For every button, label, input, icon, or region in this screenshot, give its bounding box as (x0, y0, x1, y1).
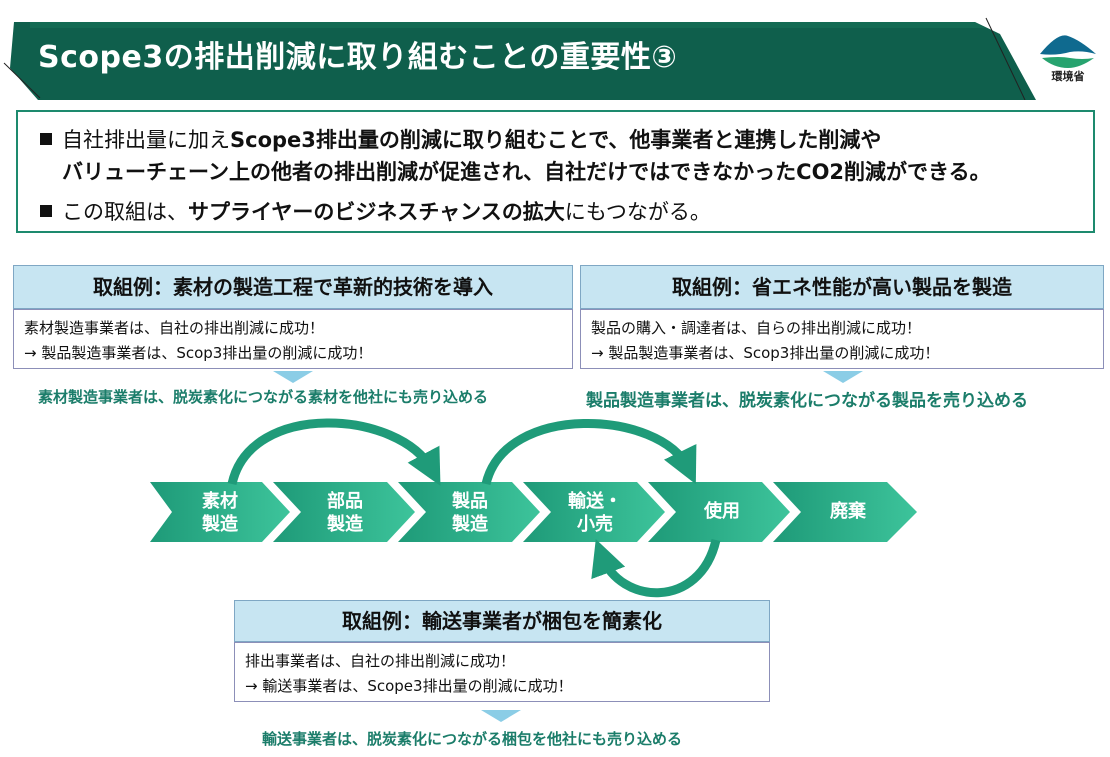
logo-label: 環境省 (1051, 70, 1085, 83)
chevron-label-transport: 輸送・ 小売 (555, 490, 635, 536)
example-1-line-1: 素材製造事業者は、自社の排出削減に成功！ (24, 319, 325, 337)
chevron-parts (273, 482, 415, 542)
chevron-label-product: 製品 製造 (430, 490, 510, 536)
example-2-line-1: 製品の購入・調達者は、自らの排出削減に成功！ (591, 319, 922, 337)
chevron-use (648, 482, 790, 542)
example-3-body: 排出事業者は、自社の排出削減に成功！ → 輸送事業者は、Scope3排出量の削減… (234, 642, 770, 702)
summary-text: 自社排出量に加え (62, 128, 230, 152)
chevron-label-parts: 部品 製造 (305, 490, 385, 536)
value-chain-flow (150, 418, 917, 598)
example-2-title: 取組例：省エネ性能が高い製品を製造 (580, 265, 1104, 309)
chevron-label-material: 素材 製造 (180, 490, 260, 536)
down-triangle-icon (823, 371, 863, 383)
chevron-text: 部品 (327, 491, 363, 512)
summary-text: にもつながる。 (564, 200, 711, 224)
example-1-result: 素材製造事業者は、脱炭素化につながる素材を他社にも売り込める (38, 388, 489, 406)
chevron-label-disposal: 廃棄 (808, 500, 888, 523)
ministry-logo-icon (1040, 35, 1096, 68)
chevron-product (398, 482, 540, 542)
example-2-result: 製品製造事業者は、脱炭素化につながる製品を売り込める (586, 391, 1028, 411)
bullet-square-icon (40, 205, 52, 217)
summary-line-1: 自社排出量に加えScope3排出量の削減に取り組むことで、他事業者と連携した削減… (40, 124, 881, 154)
chevron-text: 製造 (452, 514, 488, 535)
summary-box: 自社排出量に加えScope3排出量の削減に取り組むことで、他事業者と連携した削減… (16, 110, 1095, 233)
chevron-text: 製造 (327, 514, 363, 535)
chevron-text: 使用 (704, 501, 740, 522)
example-1-title: 取組例：素材の製造工程で革新的技術を導入 (13, 265, 573, 309)
chevron-label-use: 使用 (682, 500, 762, 523)
summary-text-bold: Scope3排出量の削減に取り組むことで、他事業者と連携した削減や (230, 128, 882, 152)
example-2-body: 製品の購入・調達者は、自らの排出削減に成功！ → 製品製造事業者は、Scop3排… (580, 309, 1104, 369)
chevron-text: 製品 (452, 491, 488, 512)
down-triangle-icon (273, 371, 313, 383)
summary-text-bold: バリューチェーン上の他者の排出削減が促進され、自社だけではできなかったCO2削減… (62, 160, 991, 184)
chevron-material (150, 482, 290, 542)
summary-text-bold: サプライヤーのビジネスチャンスの拡大 (188, 200, 565, 224)
chevron-text: 製造 (202, 514, 238, 535)
chevron-transport (523, 482, 665, 542)
example-3-line-1: 排出事業者は、自社の排出削減に成功！ (245, 652, 516, 670)
example-2-line-2: → 製品製造事業者は、Scop3排出量の削減に成功！ (591, 344, 940, 362)
summary-text: この取組は、 (62, 200, 188, 224)
page-title: Scope3の排出削減に取り組むことの重要性③ (38, 40, 678, 75)
curved-arrow-product-to-use (481, 419, 697, 486)
example-3-line-2: → 輸送事業者は、Scope3排出量の削減に成功！ (245, 677, 573, 695)
header-banner (3, 17, 1036, 100)
example-3-title: 取組例：輸送事業者が梱包を簡素化 (234, 600, 770, 642)
chevron-text: 小売 (577, 514, 613, 535)
curved-arrow-material-to-product (227, 418, 441, 486)
summary-line-2: バリューチェーン上の他者の排出削減が促進され、自社だけではできなかったCO2削減… (62, 156, 991, 186)
example-1-body: 素材製造事業者は、自社の排出削減に成功！ → 製品製造事業者は、Scop3排出量… (13, 309, 573, 369)
down-triangle-icon (481, 710, 521, 722)
curved-arrow-use-to-transport (591, 538, 721, 598)
summary-line-3: この取組は、サプライヤーのビジネスチャンスの拡大にもつながる。 (40, 196, 711, 226)
example-1-line-2: → 製品製造事業者は、Scop3排出量の削減に成功！ (24, 344, 373, 362)
chevron-text: 輸送・ (568, 491, 622, 512)
chevron-text: 廃棄 (830, 501, 866, 522)
chevron-text: 素材 (202, 491, 238, 512)
example-3-result: 輸送事業者は、脱炭素化につながる梱包を他社にも売り込める (262, 730, 683, 748)
chevron-disposal (773, 482, 917, 542)
bullet-square-icon (40, 133, 52, 145)
